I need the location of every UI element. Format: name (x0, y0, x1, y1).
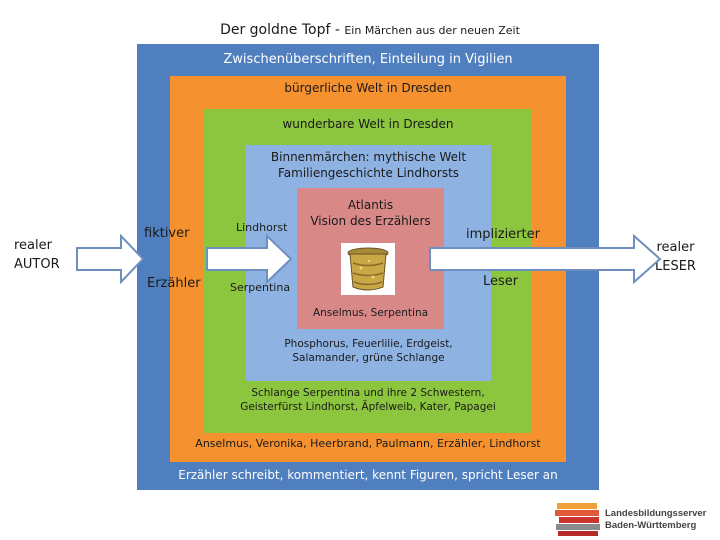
logo-line2: Baden-Württemberg (605, 520, 697, 531)
real-author-line2: AUTOR (14, 256, 60, 272)
title-sub: Ein Märchen aus der neuen Zeit (344, 24, 520, 37)
implied-reader-line2: Leser (483, 274, 519, 289)
serpentina-label: Serpentina (230, 281, 291, 294)
fictional-narrator-line1: fiktiver (144, 226, 190, 241)
golden-pot-icon (341, 243, 395, 295)
narration-heading: Zwischenüberschriften, Einteilung in Vig… (223, 52, 513, 67)
atlantis-characters: Anselmus, Serpentina (312, 307, 429, 319)
real-author-line1: realer (14, 238, 52, 253)
bourgeois-world-heading: bürgerliche Welt in Dresden (284, 81, 452, 95)
real-reader-line1: realer (656, 240, 695, 255)
lindhorst-label: Lindhorst (236, 221, 288, 234)
real-author-label: realer AUTOR (14, 237, 60, 275)
title-main: Der goldne Topf - (220, 22, 345, 38)
inner-fairytale-heading: Binnenmärchen: mythische Welt Familienge… (246, 150, 491, 181)
fictional-narrator-line2: Erzähler (147, 276, 201, 291)
inner-fairytale-heading-line2: Familiengeschichte Lindhorsts (277, 165, 460, 180)
inner-fairytale-characters: Phosphorus, Feuerlilie, Erdgeist, Salama… (246, 338, 491, 365)
atlantis-heading: Atlantis Vision des Erzählers (297, 198, 444, 229)
wonder-world-characters-line2: Geisterfürst Lindhorst, Äpfelweib, Kater… (240, 400, 496, 413)
wonder-world-characters-line1: Schlange Serpentina und ihre 2 Schwester… (251, 387, 485, 399)
inner-fairytale-heading-line1: Binnenmärchen: mythische Welt (270, 150, 467, 164)
narration-footer: Erzähler schreibt, kommentiert, kennt Fi… (178, 468, 558, 482)
real-reader-line2: LESER (655, 258, 696, 274)
inner-fairytale-characters-line2: Salamander, grüne Schlange (292, 351, 445, 364)
logo-line1: Landesbildungsserver (605, 508, 707, 519)
atlantis-heading-line2: Vision des Erzählers (310, 213, 431, 228)
implied-reader-line1: implizierter (466, 227, 540, 242)
wonder-world-heading: wunderbare Welt in Dresden (282, 117, 454, 131)
vision-to-reader-arrow (429, 234, 662, 284)
author-to-narrator-arrow (76, 234, 145, 284)
real-reader-label: realer LESER (655, 239, 696, 277)
wonder-world-characters: Schlange Serpentina und ihre 2 Schwester… (204, 387, 532, 414)
narrator-to-vision-arrow (206, 234, 293, 284)
page-title: Der goldne Topf - Ein Märchen aus der ne… (0, 22, 720, 38)
inner-fairytale-characters-line1: Phosphorus, Feuerlilie, Erdgeist, (284, 338, 453, 350)
bourgeois-world-characters: Anselmus, Veronika, Heerbrand, Paulmann,… (195, 437, 541, 450)
atlantis-heading-line1: Atlantis (347, 198, 394, 212)
landesbildungsserver-logo: Landesbildungsserver Baden-Württemberg (555, 503, 707, 536)
